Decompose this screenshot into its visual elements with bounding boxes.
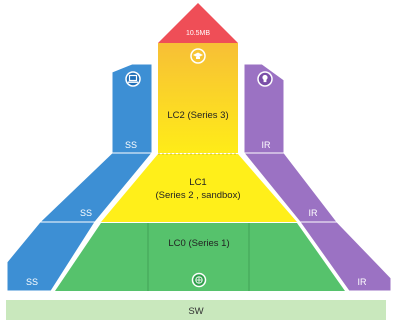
left-column-upper: [111, 63, 153, 154]
lightbulb-icon: [257, 71, 273, 87]
right-column-middle-label: IR: [309, 208, 319, 218]
lc0-label: LC0 (Series 1): [168, 238, 229, 249]
laptop-icon: [125, 71, 141, 87]
sw-base-bar: [6, 300, 386, 320]
lc1-label-line1: LC1: [189, 177, 206, 188]
top-cap: [158, 3, 238, 43]
right-column-upper: [243, 63, 285, 154]
lc2-label: LC2 (Series 3): [167, 110, 228, 121]
globe-icon: [191, 272, 207, 288]
left-column-middle-label: SS: [80, 208, 92, 218]
left-column-lower-label: SS: [26, 277, 38, 287]
lc1-layer: [101, 154, 297, 222]
top-cap-label: 10.5MB: [186, 30, 210, 37]
right-column-lower: [299, 221, 392, 292]
left-column: [6, 63, 154, 292]
right-column: [242, 63, 392, 292]
left-column-upper-label: SS: [125, 140, 137, 150]
graduation-cap-icon: [190, 48, 206, 64]
lc1-label-line2: (Series 2 , sandbox): [155, 190, 240, 201]
lc0-layer: [55, 223, 345, 291]
right-column-lower-label: IR: [358, 277, 368, 287]
left-column-lower: [6, 221, 96, 292]
right-column-upper-label: IR: [262, 140, 272, 150]
sw-label: SW: [188, 306, 203, 317]
